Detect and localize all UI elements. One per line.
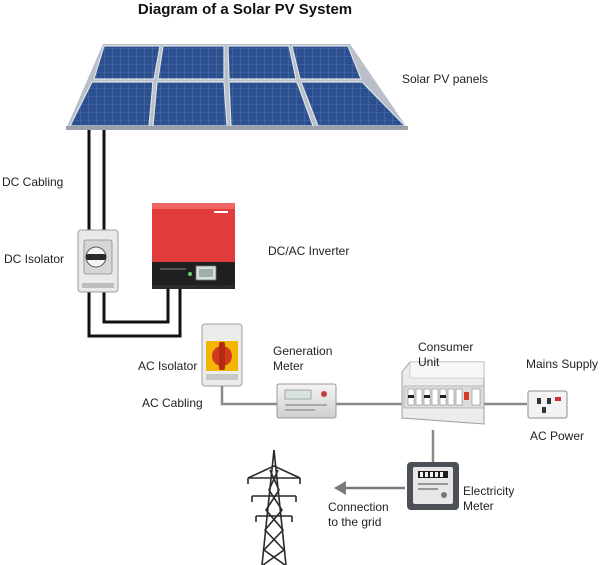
consumer-unit-icon bbox=[401, 361, 485, 425]
label-connection-to-grid: Connection to the grid bbox=[328, 500, 389, 529]
label-dc-isolator: DC Isolator bbox=[4, 252, 65, 266]
mains-socket-icon bbox=[527, 390, 568, 419]
label-ac-power: AC Power bbox=[530, 429, 585, 443]
label-solar-pv-panels: Solar PV panels bbox=[402, 72, 489, 86]
ac-cabling bbox=[220, 386, 527, 462]
inverter-icon bbox=[152, 203, 235, 289]
label-electricity-meter: Electricity Meter bbox=[463, 484, 515, 513]
dc-cabling bbox=[87, 130, 182, 338]
label-dc-ac-inverter: DC/AC Inverter bbox=[268, 244, 350, 258]
label-ac-cabling: AC Cabling bbox=[142, 396, 203, 410]
transmission-tower-icon bbox=[247, 449, 301, 565]
ac-isolator-switch-icon bbox=[201, 323, 243, 387]
electricity-meter-icon bbox=[407, 462, 459, 510]
dc-isolator-switch-icon bbox=[77, 229, 119, 293]
solar-panel-array-icon bbox=[66, 44, 408, 130]
arrow-left-icon bbox=[334, 481, 405, 495]
label-generation-meter: Generation Meter bbox=[273, 344, 333, 373]
diagram-title: Diagram of a Solar PV System bbox=[137, 1, 353, 18]
label-ac-isolator: AC Isolator bbox=[138, 359, 198, 373]
generation-meter-icon bbox=[276, 383, 337, 419]
label-consumer-unit: Consumer Unit bbox=[418, 340, 474, 369]
label-mains-supply: Mains Supply bbox=[526, 357, 599, 371]
label-dc-cabling: DC Cabling bbox=[2, 175, 64, 189]
